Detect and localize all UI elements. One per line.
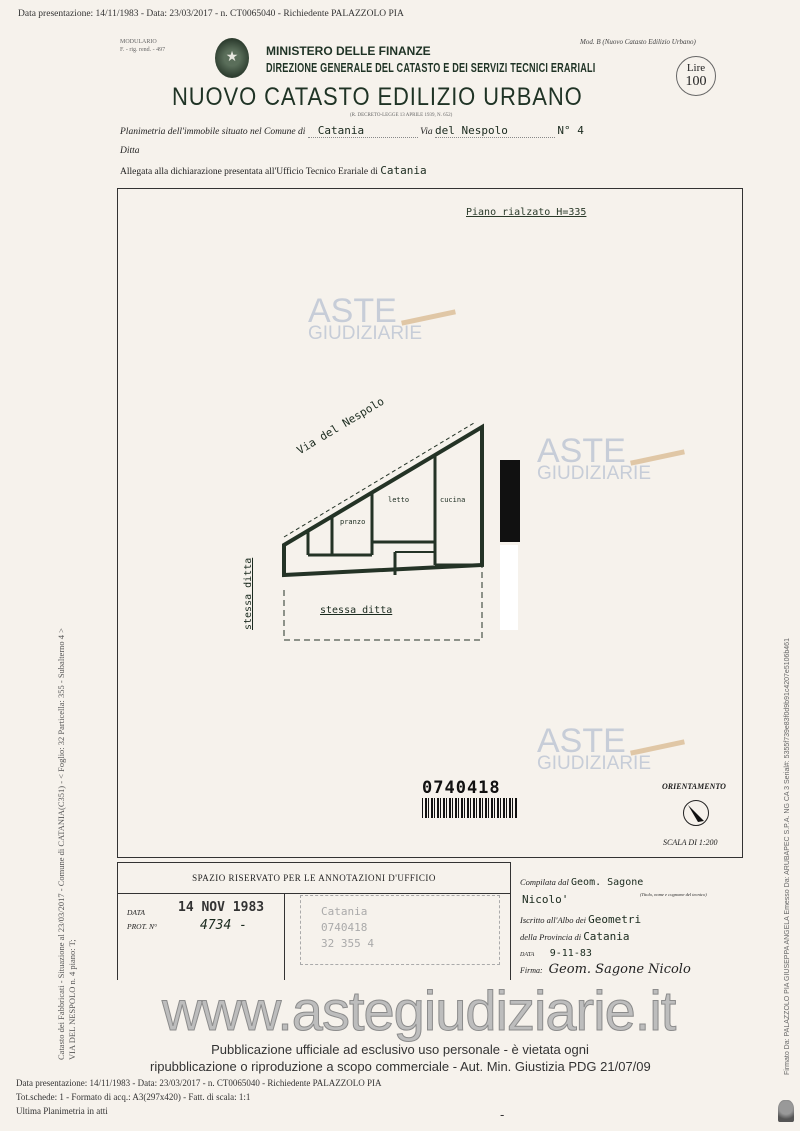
signature-label: Firma:	[520, 966, 543, 975]
modulario-label: MODULARIO	[120, 39, 157, 45]
compiler-label: Compilata dal	[520, 877, 569, 887]
ditta-row: Ditta	[120, 146, 140, 156]
office-header: SPAZIO RISERVATO PER LE ANNOTAZIONI D'UF…	[118, 863, 510, 894]
ministry-name: MINISTERO DELLE FINANZE	[266, 44, 431, 58]
notice-dash: -	[500, 1107, 505, 1122]
register-label: Iscritto all'Albo dei	[520, 915, 587, 925]
republic-seal-icon: ★	[215, 38, 249, 78]
planimetria-row: Planimetria dell'immobile situato nel Co…	[120, 124, 584, 138]
cadastral-line: Catasto dei Fabbricati - Situazione al 2…	[56, 628, 66, 1060]
compiler-date-row: DATA 9-11-83	[520, 948, 592, 959]
footer-line-3: Ultima Planimetria in atti	[16, 1106, 108, 1116]
signature: Geom. Sagone Nicolo	[548, 962, 691, 977]
certificate-ribbon-icon	[778, 1100, 794, 1122]
via-label: Via	[420, 127, 433, 137]
barcode-bars	[422, 798, 517, 818]
compiler-date-value: 9-11-83	[549, 948, 592, 959]
planimetria-label: Planimetria dell'immobile situato nel Co…	[120, 127, 306, 137]
protocol-value: 4734 -	[200, 918, 247, 933]
law-reference: (R. DECRETO-LEGGE 13 APRILE 1939, N. 652…	[350, 113, 453, 118]
site-watermark: www.astegiudiziarie.it	[161, 979, 676, 1042]
cadastral-line: VIA DEL NESPOLO n. 4 piano: T;	[67, 939, 77, 1060]
allegata-label: Allegata alla dichiarazione presentata a…	[120, 167, 378, 177]
digital-signature-info: Firmato Da: PALAZZOLO PIA GIUSEPPA ANGEL…	[784, 638, 791, 1075]
notice-line: ripubblicazione o riproduzione a scopo c…	[150, 1059, 651, 1074]
side-label-bottom: stessa ditta	[320, 605, 393, 616]
office-stamp: Catania 0740418 32 355 4	[300, 895, 500, 965]
modulario: MODULARIO F. - rig. rend. - 497	[120, 38, 165, 54]
presentation-info: Data presentazione: 14/11/1983 - Data: 2…	[18, 9, 404, 19]
modulario-number: F. - rig. rend. - 497	[120, 47, 166, 53]
side-label-left: stessa ditta	[243, 557, 254, 630]
notice-line: Pubblicazione ufficiale ad esclusivo uso…	[211, 1042, 589, 1057]
province-value: Catania	[583, 930, 630, 943]
stamp-line: 0740418	[321, 921, 368, 934]
register-value: Geometri	[588, 913, 642, 926]
directorate-name: DIREZIONE GENERALE DEL CATASTO E DEI SER…	[266, 60, 596, 75]
document-title: NUOVO CATASTO EDILIZIO URBANO	[172, 83, 583, 111]
stamp-line: 32 355 4	[321, 937, 374, 950]
ditta-label: Ditta	[120, 146, 140, 156]
footer-line-2: Tot.schede: 1 - Formato di acq.: A3(297x…	[16, 1092, 251, 1102]
lire-label: Lire	[686, 62, 706, 74]
ufficio-value: Catania	[380, 164, 427, 177]
scale-label: SCALA DI 1:200	[663, 838, 718, 847]
signature-row: Firma: Geom. Sagone Nicolo	[520, 962, 691, 977]
barcode-number: 0740418	[422, 778, 501, 798]
compiler-name: Nicolo'	[522, 893, 569, 906]
title-note: (Titolo, nome e cognome del tecnico)	[640, 892, 707, 897]
publication-notice: Pubblicazione ufficiale ad esclusivo uso…	[150, 1041, 651, 1075]
comune-value: Catania	[307, 124, 418, 138]
room-label: letto	[388, 496, 410, 504]
redaction-white	[500, 545, 518, 630]
province-row: della Provincia di Catania	[520, 930, 630, 943]
floor-title: Piano rialzato H=335	[466, 207, 587, 218]
province-label: della Provincia di	[520, 932, 582, 942]
barcode: 0740418	[422, 778, 517, 826]
room-label: cucina	[440, 496, 466, 504]
north-arrow-icon	[683, 800, 709, 826]
orientation-label: ORIENTAMENTO	[662, 782, 726, 791]
floor-plan-drawing	[282, 422, 484, 641]
lire-value: 100	[685, 74, 707, 89]
compiler-date-label: DATA	[520, 952, 535, 958]
cadastral-info-vertical: Catasto dei Fabbricati - Situazione al 2…	[56, 628, 78, 1060]
plan-frame	[117, 188, 743, 858]
register-row: Iscritto all'Albo dei Geometri	[520, 913, 641, 926]
compiler-row: Compilata dal Geom. Sagone	[520, 877, 643, 888]
civic-number: N° 4	[557, 124, 584, 137]
office-date-label: DATA	[127, 908, 145, 917]
compiler-value: Geom. Sagone	[571, 877, 644, 888]
via-value: del Nespolo	[435, 124, 556, 138]
room-label: pranzo	[340, 518, 366, 526]
allegata-row: Allegata alla dichiarazione presentata a…	[120, 164, 427, 177]
stamp-line: Catania	[321, 905, 368, 918]
protocol-label: PROT. N°	[127, 922, 157, 931]
model-label: Mod. B (Nuovo Catasto Edilizio Urbano)	[580, 38, 696, 46]
office-annotations-box: SPAZIO RISERVATO PER LE ANNOTAZIONI D'UF…	[117, 862, 511, 980]
footer-line-1: Data presentazione: 14/11/1983 - Data: 2…	[16, 1078, 382, 1088]
office-date-value: 14 NOV 1983	[178, 900, 265, 915]
redaction-block	[500, 460, 520, 542]
